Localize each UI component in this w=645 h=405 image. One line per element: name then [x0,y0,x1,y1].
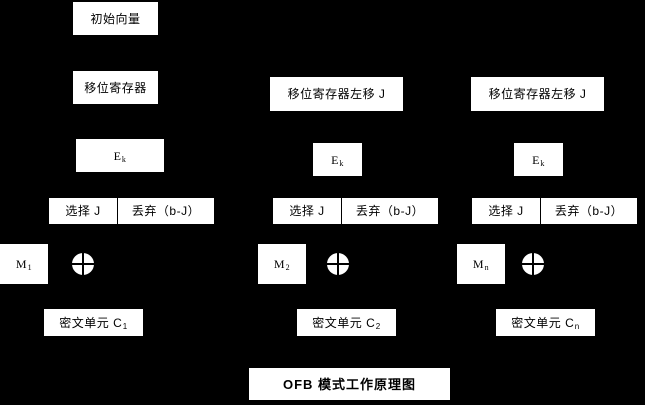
select-label-2: 选择 J [289,204,325,218]
ciphertext-label-2: 密文单元 C2 [312,315,381,331]
select-box-1: 选择 J [49,198,117,224]
diagram-title-box: OFB 模式工作原理图 [249,368,450,400]
discard-label-3: 丢弃（b-J） [554,204,624,218]
shift-register-box-3: 移位寄存器左移 J [471,77,604,111]
ciphertext-box-1: 密文单元 C1 [44,309,143,336]
select-label-1: 选择 J [65,204,101,218]
select-box-2: 选择 J [273,198,341,224]
ciphertext-box-3: 密文单元 Cn [496,309,595,336]
initial-vector-label: 初始向量 [90,11,141,26]
discard-label-2: 丢弃（b-J） [355,204,425,218]
plaintext-label-3: Mn [472,257,490,272]
plaintext-label-2: M2 [273,257,291,272]
plaintext-box-1: M1 [0,244,48,284]
initial-vector-box: 初始向量 [73,2,158,35]
discard-box-2: 丢弃（b-J） [342,198,438,224]
shift-register-box-1: 移位寄存器 [73,71,158,104]
discard-box-3: 丢弃（b-J） [541,198,637,224]
ciphertext-box-2: 密文单元 C2 [297,309,396,336]
encrypt-label-2: Ek [331,152,344,168]
select-box-3: 选择 J [472,198,540,224]
ciphertext-label-1: 密文单元 C1 [59,315,128,331]
page-title: OFB 模式工作原理图 [282,376,417,392]
shift-register-label-3: 移位寄存器左移 J [488,87,587,101]
encrypt-label-1: Ek [113,148,127,164]
plaintext-label-1: M1 [15,257,33,272]
encrypt-label-3: Ek [532,152,545,168]
discard-box-1: 丢弃（b-J） [118,198,214,224]
shift-register-label-2: 移位寄存器左移 J [287,87,386,101]
plaintext-box-2: M2 [258,244,306,284]
shift-register-label-1: 移位寄存器 [84,80,147,95]
ciphertext-label-3: 密文单元 Cn [511,315,580,331]
discard-label-1: 丢弃（b-J） [131,204,201,218]
encrypt-box-1: Ek [76,139,164,172]
xor-operator-3 [522,253,544,275]
encrypt-box-3: Ek [514,143,563,176]
xor-operator-1 [72,253,94,275]
select-label-3: 选择 J [488,204,524,218]
encrypt-box-2: Ek [313,143,362,176]
shift-register-box-2: 移位寄存器左移 J [270,77,403,111]
xor-operator-2 [327,253,349,275]
plaintext-box-3: Mn [457,244,505,284]
